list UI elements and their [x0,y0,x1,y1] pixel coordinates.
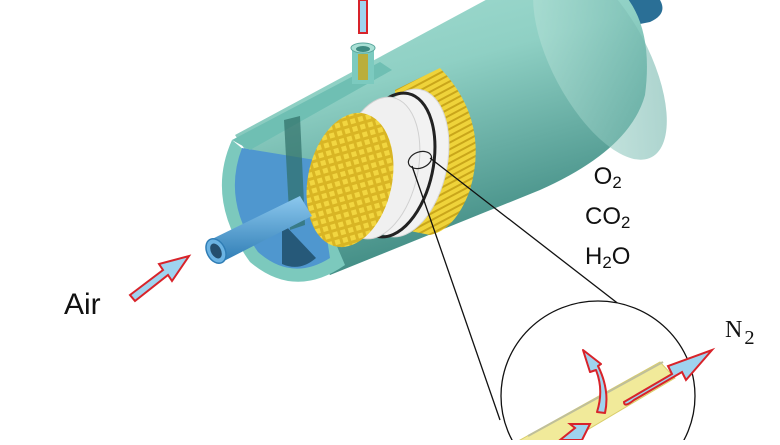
air-inflow-arrow [128,254,192,303]
nitrogen-label: N2 [725,317,755,350]
air-inlet-pipe [205,196,312,264]
permeate-gases-list: O2 CO2 H2O [585,160,630,281]
gas-co2: CO2 [585,203,631,233]
permeate-up-arrow [358,0,368,34]
air-label: Air [64,288,101,321]
nitrogen-outflow-arrow [622,347,716,406]
permeate-outlet-port [350,42,376,84]
permeation-arrow [582,349,608,414]
hollow-fiber-bundle [306,68,476,248]
magnified-fiber-detail [500,300,716,445]
magnify-source-circle [407,150,433,170]
gas-h2o: H2O [585,243,631,273]
gas-o2: O2 [593,163,622,193]
